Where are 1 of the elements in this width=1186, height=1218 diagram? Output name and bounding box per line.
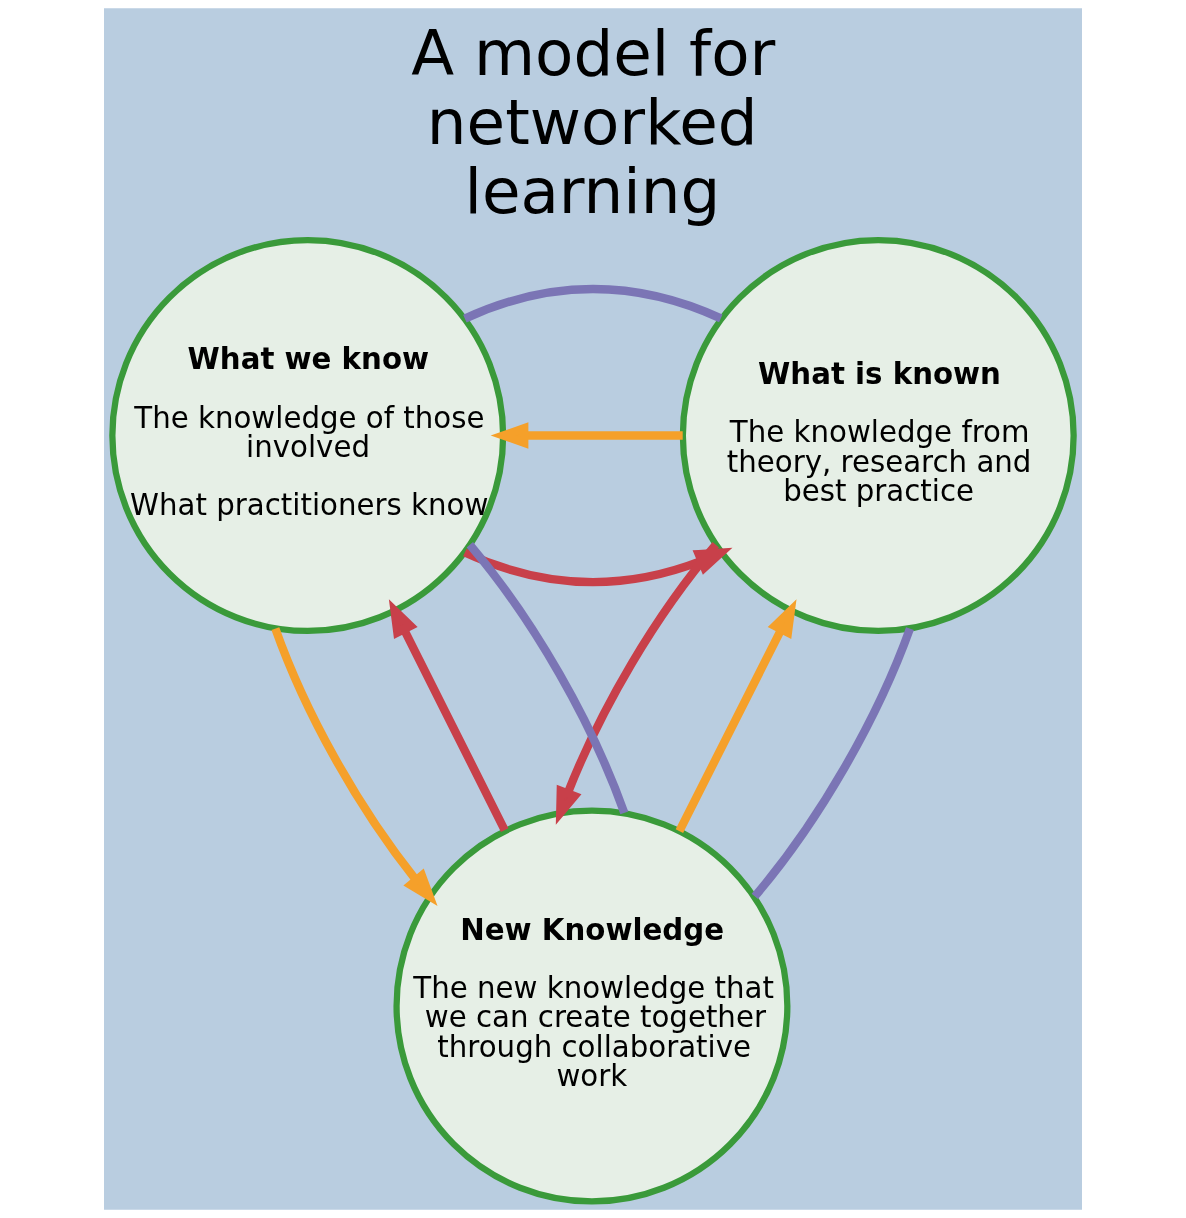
diagram-title: A model for networked learning (411, 17, 776, 228)
